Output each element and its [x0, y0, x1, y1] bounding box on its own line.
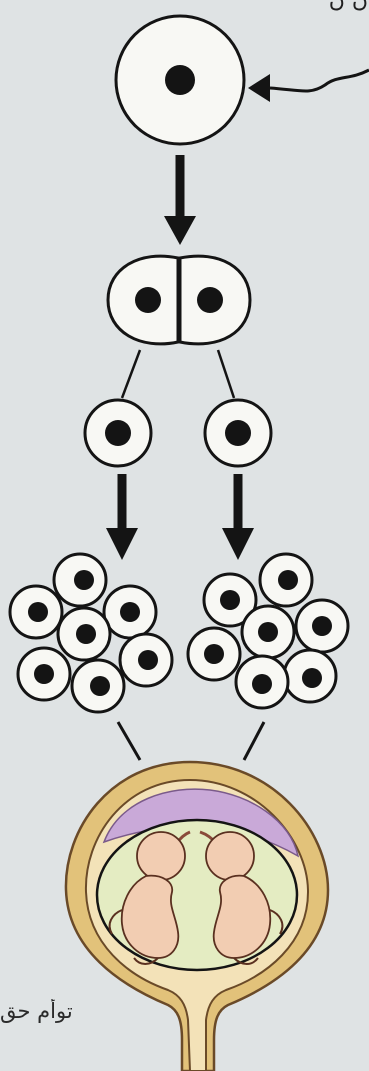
- split-line-left: [122, 350, 140, 398]
- sperm-tail: [270, 70, 369, 91]
- uterus: [66, 762, 328, 1071]
- zygote: [116, 16, 244, 144]
- two-cell-stage: [108, 256, 250, 344]
- separated-cell-left: [85, 400, 151, 466]
- connector-left: [118, 722, 140, 760]
- split-line-right: [218, 350, 234, 398]
- arrow-down-left: [106, 474, 138, 560]
- identical-twins-label: توأم حق: [0, 999, 86, 1023]
- two-cell-right-nucleus: [197, 287, 223, 313]
- arrow-down-1: [164, 155, 196, 245]
- sperm-head: [248, 74, 270, 102]
- zygote-nucleus: [165, 65, 195, 95]
- sperm: [248, 70, 369, 102]
- separated-cell-right: [205, 400, 271, 466]
- two-cell-left-nucleus: [135, 287, 161, 313]
- connector-right: [244, 722, 264, 760]
- arrow-down-right: [222, 474, 254, 560]
- cell-cluster-right: [188, 554, 348, 708]
- cell-cluster-left: [10, 554, 172, 712]
